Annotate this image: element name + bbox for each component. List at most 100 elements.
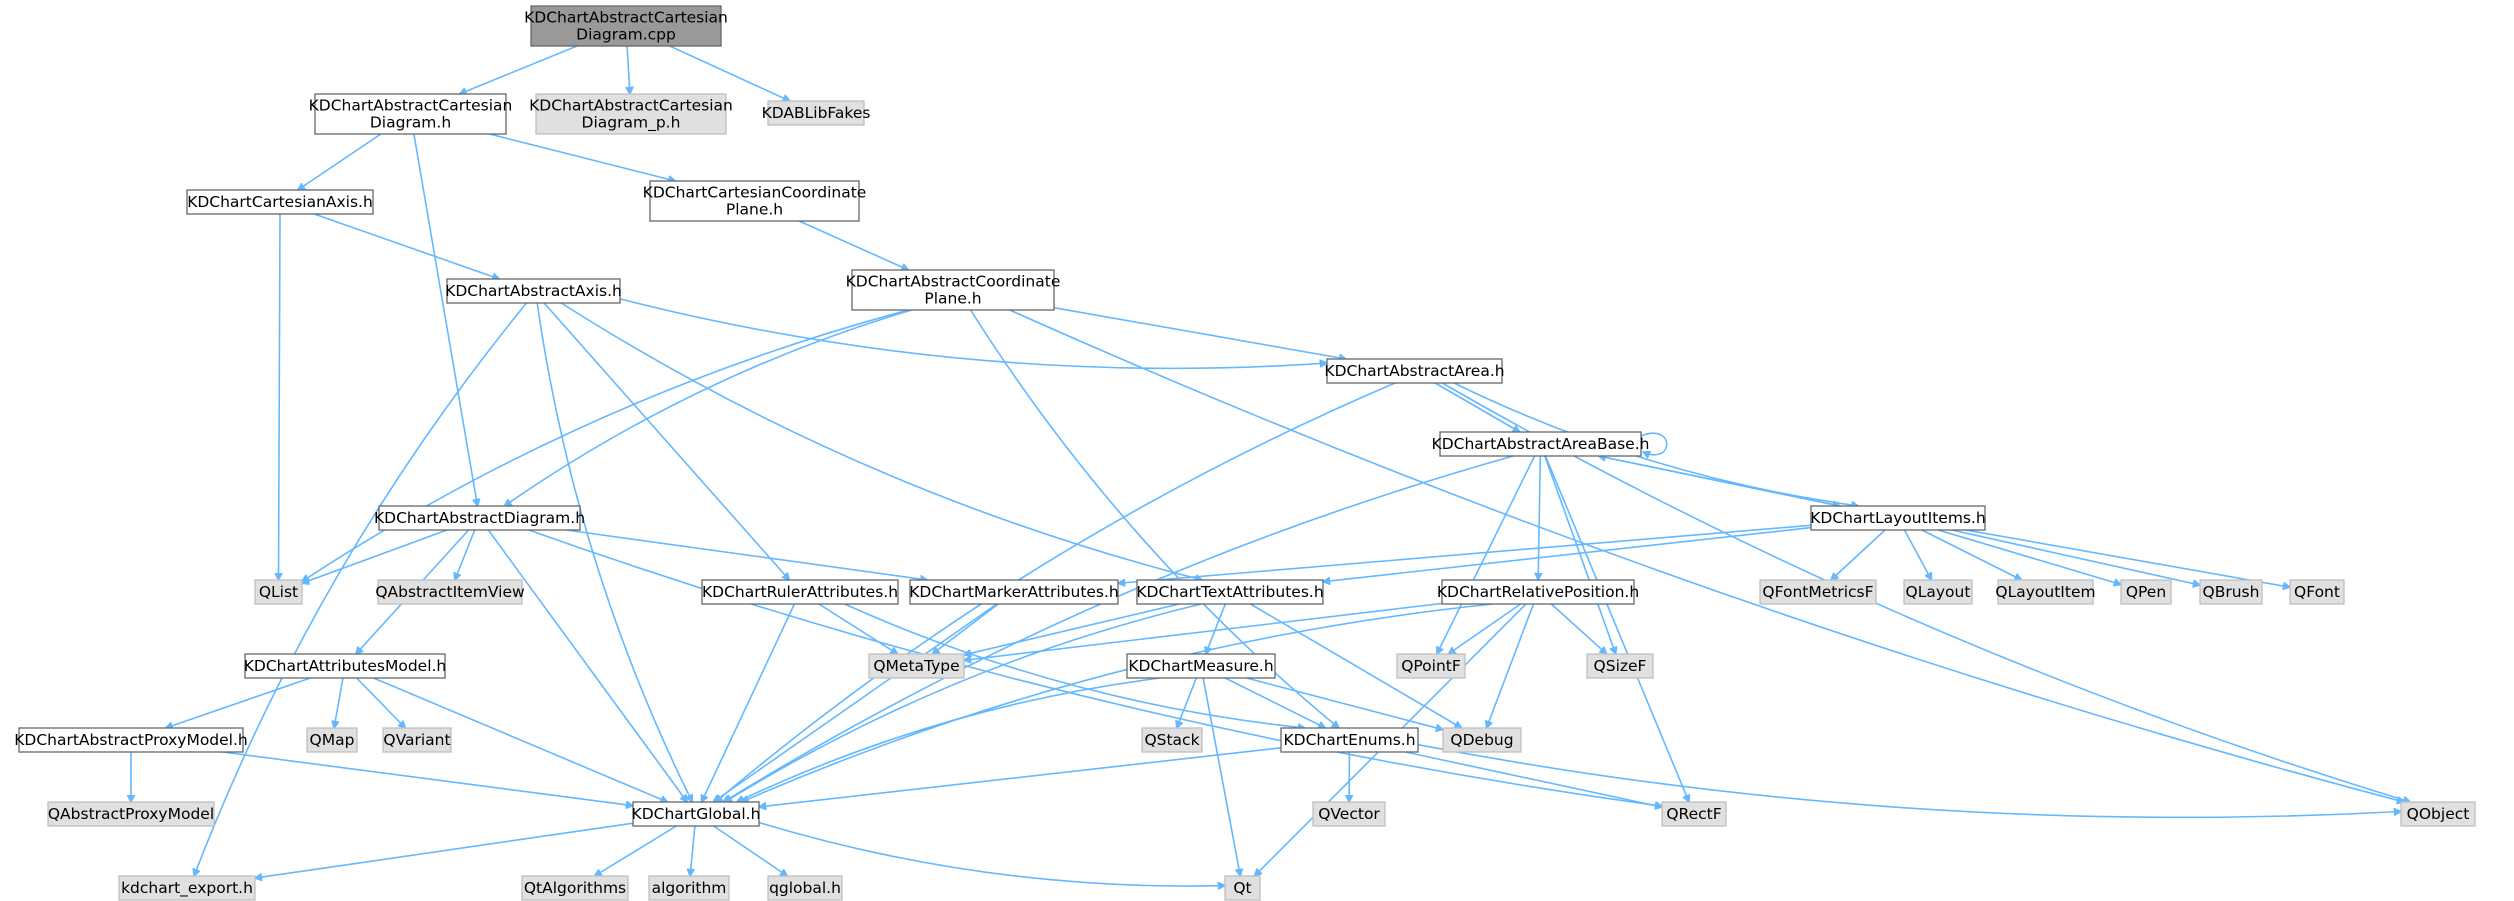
edge-abs_axis-to-export [194, 302, 528, 876]
node-label: QMap [310, 731, 355, 749]
edge-layout_items-to-marker [1118, 524, 1812, 583]
node-box [1661, 801, 1727, 827]
edge-enums-to-global [759, 747, 1282, 807]
node-layout_items[interactable]: KDChartLayoutItems.h [1810, 505, 1986, 531]
node-label: QFontMetricsF [1762, 583, 1873, 601]
edge-textattr-to-qmeta [964, 603, 1180, 655]
edge-enums-to-qobject [1417, 743, 2401, 819]
node-box [1280, 727, 1419, 753]
node-abs_diag[interactable]: KDChartAbstractDiagram.h [374, 505, 585, 531]
edge-abs_diag-to-qlist [302, 529, 448, 583]
edge-layout_items-to-qpen [1937, 529, 2121, 585]
node-kdab: KDABLibFakes [762, 100, 871, 126]
node-box [1326, 358, 1503, 384]
node-abs_area[interactable]: KDChartAbstractArea.h [1324, 358, 1505, 384]
node-qrectf: QRectF [1661, 801, 1727, 827]
node-label: Plane.h [726, 201, 783, 219]
edge-area_base-to-qrectf [1544, 455, 1690, 802]
node-cart_axis[interactable]: KDChartCartesianAxis.h [186, 189, 374, 215]
node-box [1997, 579, 2094, 605]
edge-cart_axis-to-qlist [279, 213, 281, 580]
edge-root-to-kdab [669, 45, 790, 101]
edge-measure-to-qdebug [1246, 677, 1443, 730]
edge-acp-to-qobject [1009, 309, 2404, 802]
node-label: QList [259, 583, 298, 601]
node-box [1810, 505, 1986, 531]
edge-abs_axis-to-global [536, 302, 692, 802]
node-ruler[interactable]: KDChartRulerAttributes.h [701, 579, 899, 605]
node-box [868, 653, 965, 679]
edge-layout_items-to-qbrush [1951, 529, 2200, 585]
node-label: Diagram.cpp [576, 26, 676, 44]
edge-acd_h-to-abs_diag [413, 133, 478, 506]
edge-layout_items-to-qlayout [1903, 529, 1932, 580]
node-box [767, 875, 843, 901]
edge-acp-to-qlist [302, 309, 909, 582]
node-box [306, 727, 358, 753]
node-box [1586, 653, 1654, 679]
node-area_base[interactable]: KDChartAbstractAreaBase.h [1432, 431, 1650, 457]
edge-ruler-to-qmeta [818, 603, 898, 654]
node-abs_axis[interactable]: KDChartAbstractAxis.h [445, 278, 622, 304]
node-label: KDChartAbstractArea.h [1324, 362, 1504, 380]
edge-root-to-acd_h [460, 45, 578, 94]
edge-global-to-qt [758, 821, 1225, 887]
node-marker[interactable]: KDChartMarkerAttributes.h [909, 579, 1119, 605]
edge-measure-to-qstack [1177, 677, 1198, 728]
edge-acp-to-abs_diag [504, 309, 912, 506]
node-box [1441, 579, 1635, 605]
node-label: QAbstractProxyModel [48, 805, 214, 823]
node-attrmodel[interactable]: KDChartAttributesModel.h [244, 653, 447, 679]
node-box [1439, 431, 1642, 457]
node-global[interactable]: KDChartGlobal.h [632, 801, 761, 827]
node-proxy[interactable]: KDChartAbstractProxyModel.h [14, 727, 248, 753]
node-qobject: QObject [2400, 801, 2476, 827]
node-label: qglobal.h [769, 879, 841, 897]
node-qapm: QAbstractProxyModel [47, 801, 215, 827]
edge-relpos-to-global [742, 603, 1493, 802]
node-box [118, 875, 256, 901]
node-export: kdchart_export.h [118, 875, 256, 901]
node-label: QAbstractItemView [375, 583, 525, 601]
node-box [446, 278, 621, 304]
edge-textattr-to-measure [1206, 603, 1227, 654]
node-qglobal: qglobal.h [767, 875, 843, 901]
node-label: KDChartRulerAttributes.h [702, 583, 898, 601]
node-box [1126, 653, 1276, 679]
node-qmeta: QMetaType [868, 653, 965, 679]
node-box [909, 579, 1119, 605]
node-label: QVector [1318, 805, 1380, 823]
node-enums[interactable]: KDChartEnums.h [1280, 727, 1419, 753]
node-qtalg: QtAlgorithms [521, 875, 629, 901]
node-relpos[interactable]: KDChartRelativePosition.h [1437, 579, 1639, 605]
node-qvariant: QVariant [382, 727, 452, 753]
node-label: KDABLibFakes [762, 104, 871, 122]
node-label: QRectF [1666, 805, 1721, 823]
node-label: QPointF [1401, 657, 1461, 675]
node-qt: Qt [1224, 875, 1261, 901]
node-box [18, 727, 244, 753]
edge-layer [131, 45, 2410, 887]
node-label: KDChartEnums.h [1283, 731, 1415, 749]
node-box [382, 727, 452, 753]
node-textattr[interactable]: KDChartTextAttributes.h [1136, 579, 1324, 605]
node-layer: KDChartAbstractCartesianDiagram.cppKDCha… [14, 5, 2476, 901]
node-label: KDChartAbstractCartesian [529, 97, 733, 115]
node-qlayout: QLayout [1903, 579, 1973, 605]
node-measure[interactable]: KDChartMeasure.h [1126, 653, 1276, 679]
node-box [2400, 801, 2476, 827]
edge-global-to-qglobal [713, 825, 788, 876]
edge-attrmodel-to-qmap [334, 677, 344, 728]
node-label: Diagram.h [370, 114, 451, 132]
node-label: Qt [1233, 879, 1251, 897]
node-box [47, 801, 215, 827]
node-box [648, 875, 730, 901]
node-box [1224, 875, 1261, 901]
node-label: KDChartAbstractCoordinate [846, 273, 1061, 291]
edge-enums-to-qrectf [1405, 751, 1662, 807]
